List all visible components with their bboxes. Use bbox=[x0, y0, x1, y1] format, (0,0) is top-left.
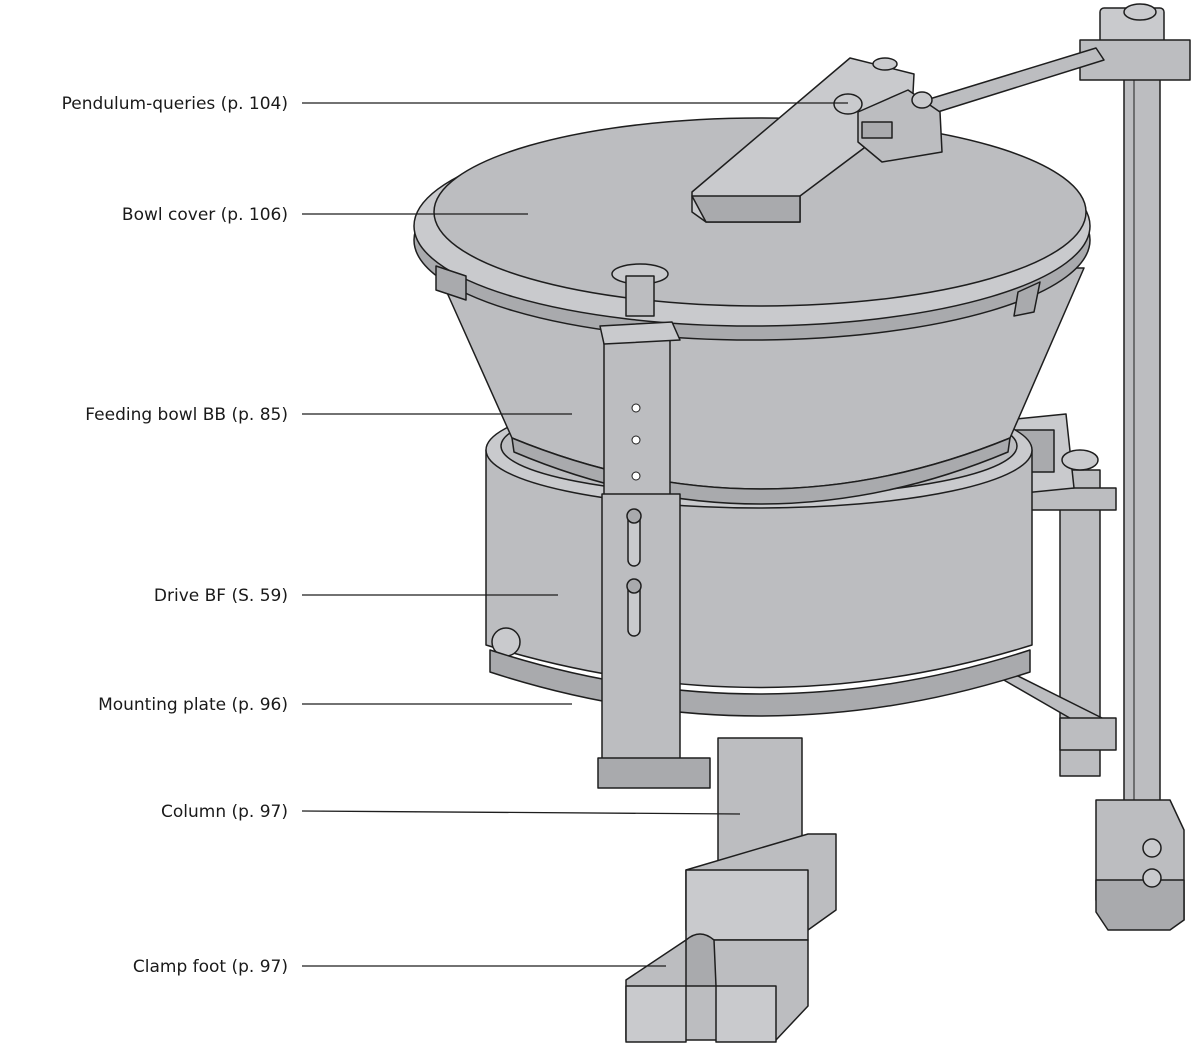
callout-bowl-cover: Bowl cover (p. 106) bbox=[121, 205, 288, 225]
callout-drive: Drive BF (S. 59) bbox=[153, 586, 288, 606]
side-frame bbox=[985, 413, 1117, 777]
callout-clamp-foot: Clamp foot (p. 97) bbox=[132, 957, 288, 977]
clamp-foot bbox=[625, 833, 837, 1043]
leader-line-column bbox=[301, 810, 741, 815]
callout-column: Column (p. 97) bbox=[160, 802, 288, 822]
stand-pole bbox=[1079, 3, 1191, 931]
leader-lines bbox=[301, 102, 848, 967]
height-adjust-post bbox=[597, 263, 711, 789]
callout-pendulum-queries: Pendulum-queries (p. 104) bbox=[61, 94, 288, 114]
callout-mounting-plate: Mounting plate (p. 96) bbox=[98, 695, 288, 715]
pendulum-sensor bbox=[833, 89, 943, 163]
callout-feeding-bowl: Feeding bowl BB (p. 85) bbox=[85, 405, 288, 425]
